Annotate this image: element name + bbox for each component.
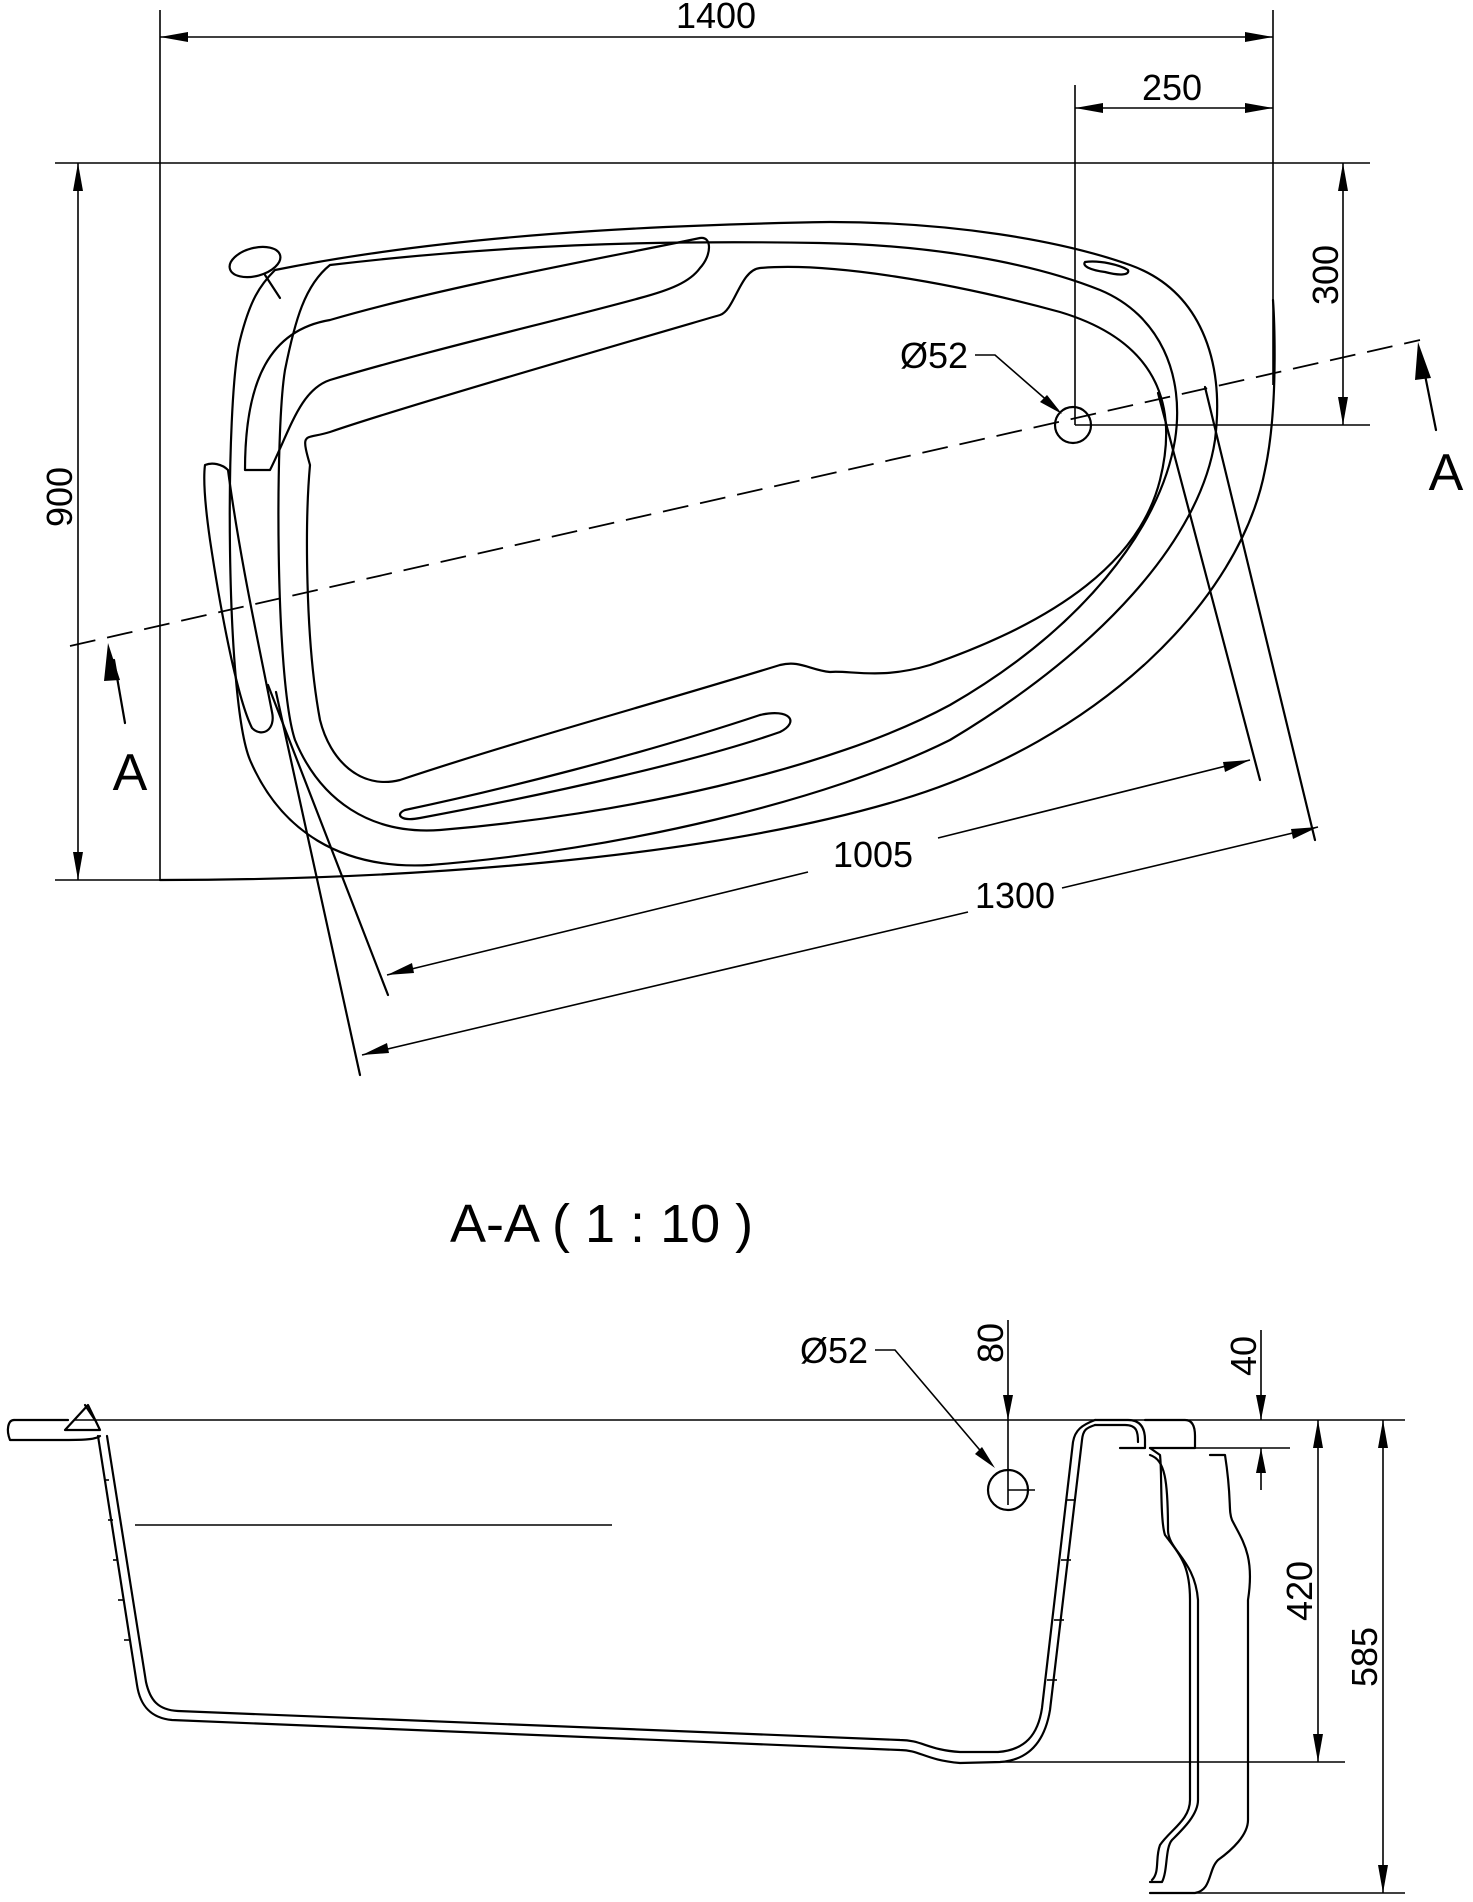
plan-drain-label: Ø52 [900,335,968,376]
bathtub-rim-inner [277,241,1179,832]
dim-900: 900 [39,467,80,527]
tub-section-wall-outer [96,1423,1097,1765]
section-title: A-A ( 1 : 10 ) [450,1194,753,1254]
tub-section-wall-inner [105,1418,1097,1754]
plan-view: 1400 250 300 900 1005 1300 Ø52 A [39,0,1464,1077]
skirt-panel-inner [1148,1453,1200,1884]
section-drain-label: Ø52 [800,1330,868,1371]
bathtub-basin [304,265,1168,783]
dim-420: 420 [1279,1561,1320,1621]
headrest-pad [203,462,274,734]
bathtub-outline [158,298,1276,882]
footrest-groove [398,712,792,821]
drain-circle-icon [1053,405,1093,445]
armrest-groove-top [243,236,711,472]
dim-300: 300 [1305,245,1346,305]
dim-40: 40 [1223,1336,1264,1376]
section-mark-right: A [1429,444,1464,502]
dim-585: 585 [1344,1627,1385,1687]
section-view: A-A ( 1 : 10 ) [6,1194,1405,1895]
dim-1005: 1005 [833,834,913,875]
dim-250: 250 [1142,67,1202,108]
bathtub-rim-outer [228,220,1219,867]
overflow-fitting-icon [63,1403,102,1432]
overflow-slot-icon [1083,260,1130,276]
section-mark-left: A [113,744,148,802]
skirt-panel-outer [1148,1453,1252,1895]
section-line-a-a [69,339,1421,647]
dim-80: 80 [970,1323,1011,1363]
dim-1300: 1300 [975,875,1055,916]
dim-1400: 1400 [676,0,756,36]
grab-handle-icon [228,245,282,279]
